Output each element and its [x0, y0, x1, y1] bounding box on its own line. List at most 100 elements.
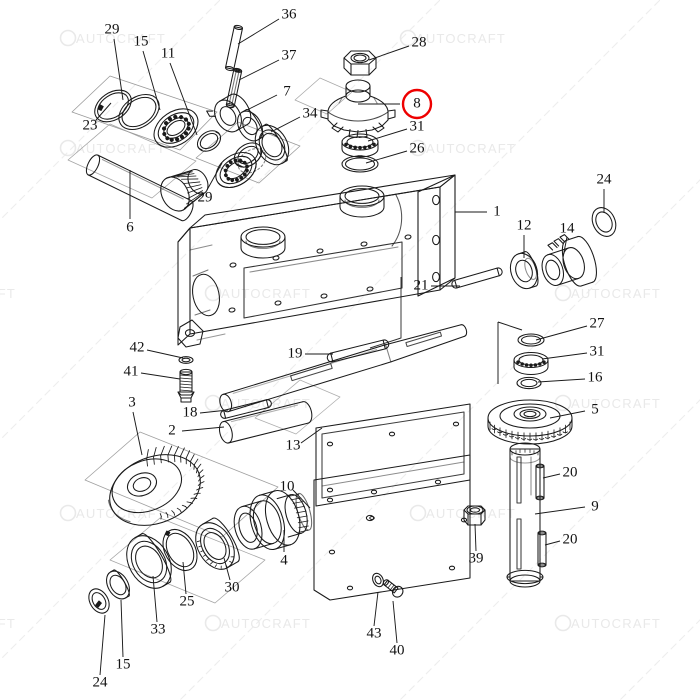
part-number-26[interactable]: 26 [409, 140, 425, 157]
part-number-36[interactable]: 36 [281, 6, 297, 23]
part-number-15[interactable]: 15 [133, 33, 149, 50]
ring-icon [204, 284, 222, 302]
part-number-42[interactable]: 42 [129, 339, 145, 356]
leader-line-11 [169, 62, 198, 136]
leader-line-26 [365, 150, 408, 164]
part-number-39[interactable]: 39 [468, 550, 484, 567]
part-number-29[interactable]: 29 [104, 21, 120, 38]
part-number-27[interactable]: 27 [589, 315, 605, 332]
part-number-15[interactable]: 15 [115, 656, 131, 673]
part-number-12[interactable]: 12 [516, 217, 532, 234]
part-number-19[interactable]: 19 [287, 345, 303, 362]
ring-icon [554, 614, 572, 632]
part-number-20[interactable]: 20 [562, 464, 578, 481]
leader-line-15 [120, 599, 124, 658]
part-number-5[interactable]: 5 [591, 401, 599, 418]
ring-icon [409, 139, 427, 157]
leader-line-2 [181, 426, 225, 432]
ring-icon [554, 394, 572, 412]
leader-line-14 [562, 236, 568, 258]
leader-line-28 [368, 45, 410, 61]
leader-line-23 [95, 102, 112, 121]
watermark-text: AUTOCRAFT [0, 616, 16, 631]
leader-line-43 [373, 591, 379, 627]
part-number-8[interactable]: 8 [413, 95, 421, 112]
leader-line-37 [238, 59, 280, 81]
watermark-text: AUTOCRAFT [76, 141, 166, 156]
watermark: AUTOCRAFT [554, 284, 661, 302]
leader-line-29 [206, 162, 223, 191]
part-number-25[interactable]: 25 [179, 593, 195, 610]
part-number-29[interactable]: 29 [197, 189, 213, 206]
part-number-9[interactable]: 9 [591, 498, 599, 515]
part-number-14[interactable]: 14 [559, 220, 575, 237]
leader-line-15 [142, 50, 161, 111]
part-number-20[interactable]: 20 [562, 531, 578, 548]
watermark-text: AUTOCRAFT [221, 616, 311, 631]
part-number-33[interactable]: 33 [150, 621, 166, 638]
watermark: AUTOCRAFT [0, 286, 16, 301]
watermark-text: AUTOCRAFT [571, 286, 661, 301]
part-number-16[interactable]: 16 [587, 369, 603, 386]
part-number-37[interactable]: 37 [281, 47, 297, 64]
leader-line-18 [199, 409, 229, 414]
leader-line-34 [270, 116, 301, 133]
ring-icon [59, 29, 77, 47]
watermark-text: AUTOCRAFT [571, 616, 661, 631]
leader-line-42 [146, 349, 184, 359]
leader-line-29 [113, 38, 124, 101]
part-number-2[interactable]: 2 [168, 422, 176, 439]
part-number-13[interactable]: 13 [285, 437, 301, 454]
part-number-24[interactable]: 24 [92, 674, 108, 691]
watermark: AUTOCRAFT [204, 614, 311, 632]
ring-icon [204, 614, 222, 632]
part-number-30[interactable]: 30 [224, 579, 240, 596]
watermark: AUTOCRAFT [0, 616, 16, 631]
part-number-21[interactable]: 21 [413, 277, 429, 294]
watermark: AUTOCRAFT [59, 139, 166, 157]
ring-icon [399, 29, 417, 47]
part-number-7[interactable]: 7 [283, 83, 291, 100]
leader-line-41 [140, 372, 181, 380]
part-number-28[interactable]: 28 [411, 34, 427, 51]
highlighted-part-circle[interactable] [401, 88, 433, 120]
leader-line-27 [535, 325, 588, 341]
ring-icon [409, 504, 427, 522]
leader-line-7 [246, 94, 278, 111]
leader-line-25 [182, 561, 187, 595]
watermark-text: AUTOCRAFT [76, 506, 166, 521]
leader-line-13 [300, 427, 323, 444]
watermark: AUTOCRAFT [409, 139, 515, 157]
part-number-40[interactable]: 40 [389, 642, 405, 659]
part-number-41[interactable]: 41 [123, 363, 139, 380]
part-number-10[interactable]: 10 [279, 478, 295, 495]
part-number-34[interactable]: 34 [302, 105, 318, 122]
watermark-text: AUTOCRAFT [221, 286, 311, 301]
leader-line-10 [292, 489, 311, 509]
part-number-43[interactable]: 43 [366, 625, 382, 642]
leader-line-40 [392, 600, 398, 644]
part-number-4[interactable]: 4 [280, 552, 288, 569]
ring-icon [59, 504, 77, 522]
part-number-6[interactable]: 6 [126, 219, 134, 236]
leader-line-36 [237, 18, 280, 45]
part-number-23[interactable]: 23 [82, 117, 98, 134]
leader-line-3 [132, 411, 143, 456]
part-number-31[interactable]: 31 [589, 343, 605, 360]
part-number-18[interactable]: 18 [182, 404, 198, 421]
part-number-1[interactable]: 1 [493, 203, 501, 220]
part-number-11[interactable]: 11 [160, 45, 176, 62]
watermark-text: AUTOCRAFT [0, 286, 16, 301]
watermark: AUTOCRAFT [554, 614, 661, 632]
watermark-text: AUTOCRAFT [76, 31, 166, 46]
part-number-3[interactable]: 3 [128, 394, 136, 411]
ring-icon [59, 139, 77, 157]
part-number-31[interactable]: 31 [409, 118, 425, 135]
leader-line-30 [223, 557, 231, 581]
leader-line-31 [541, 352, 588, 360]
watermark: AUTOCRAFT [554, 394, 660, 412]
part-number-24[interactable]: 24 [596, 171, 612, 188]
